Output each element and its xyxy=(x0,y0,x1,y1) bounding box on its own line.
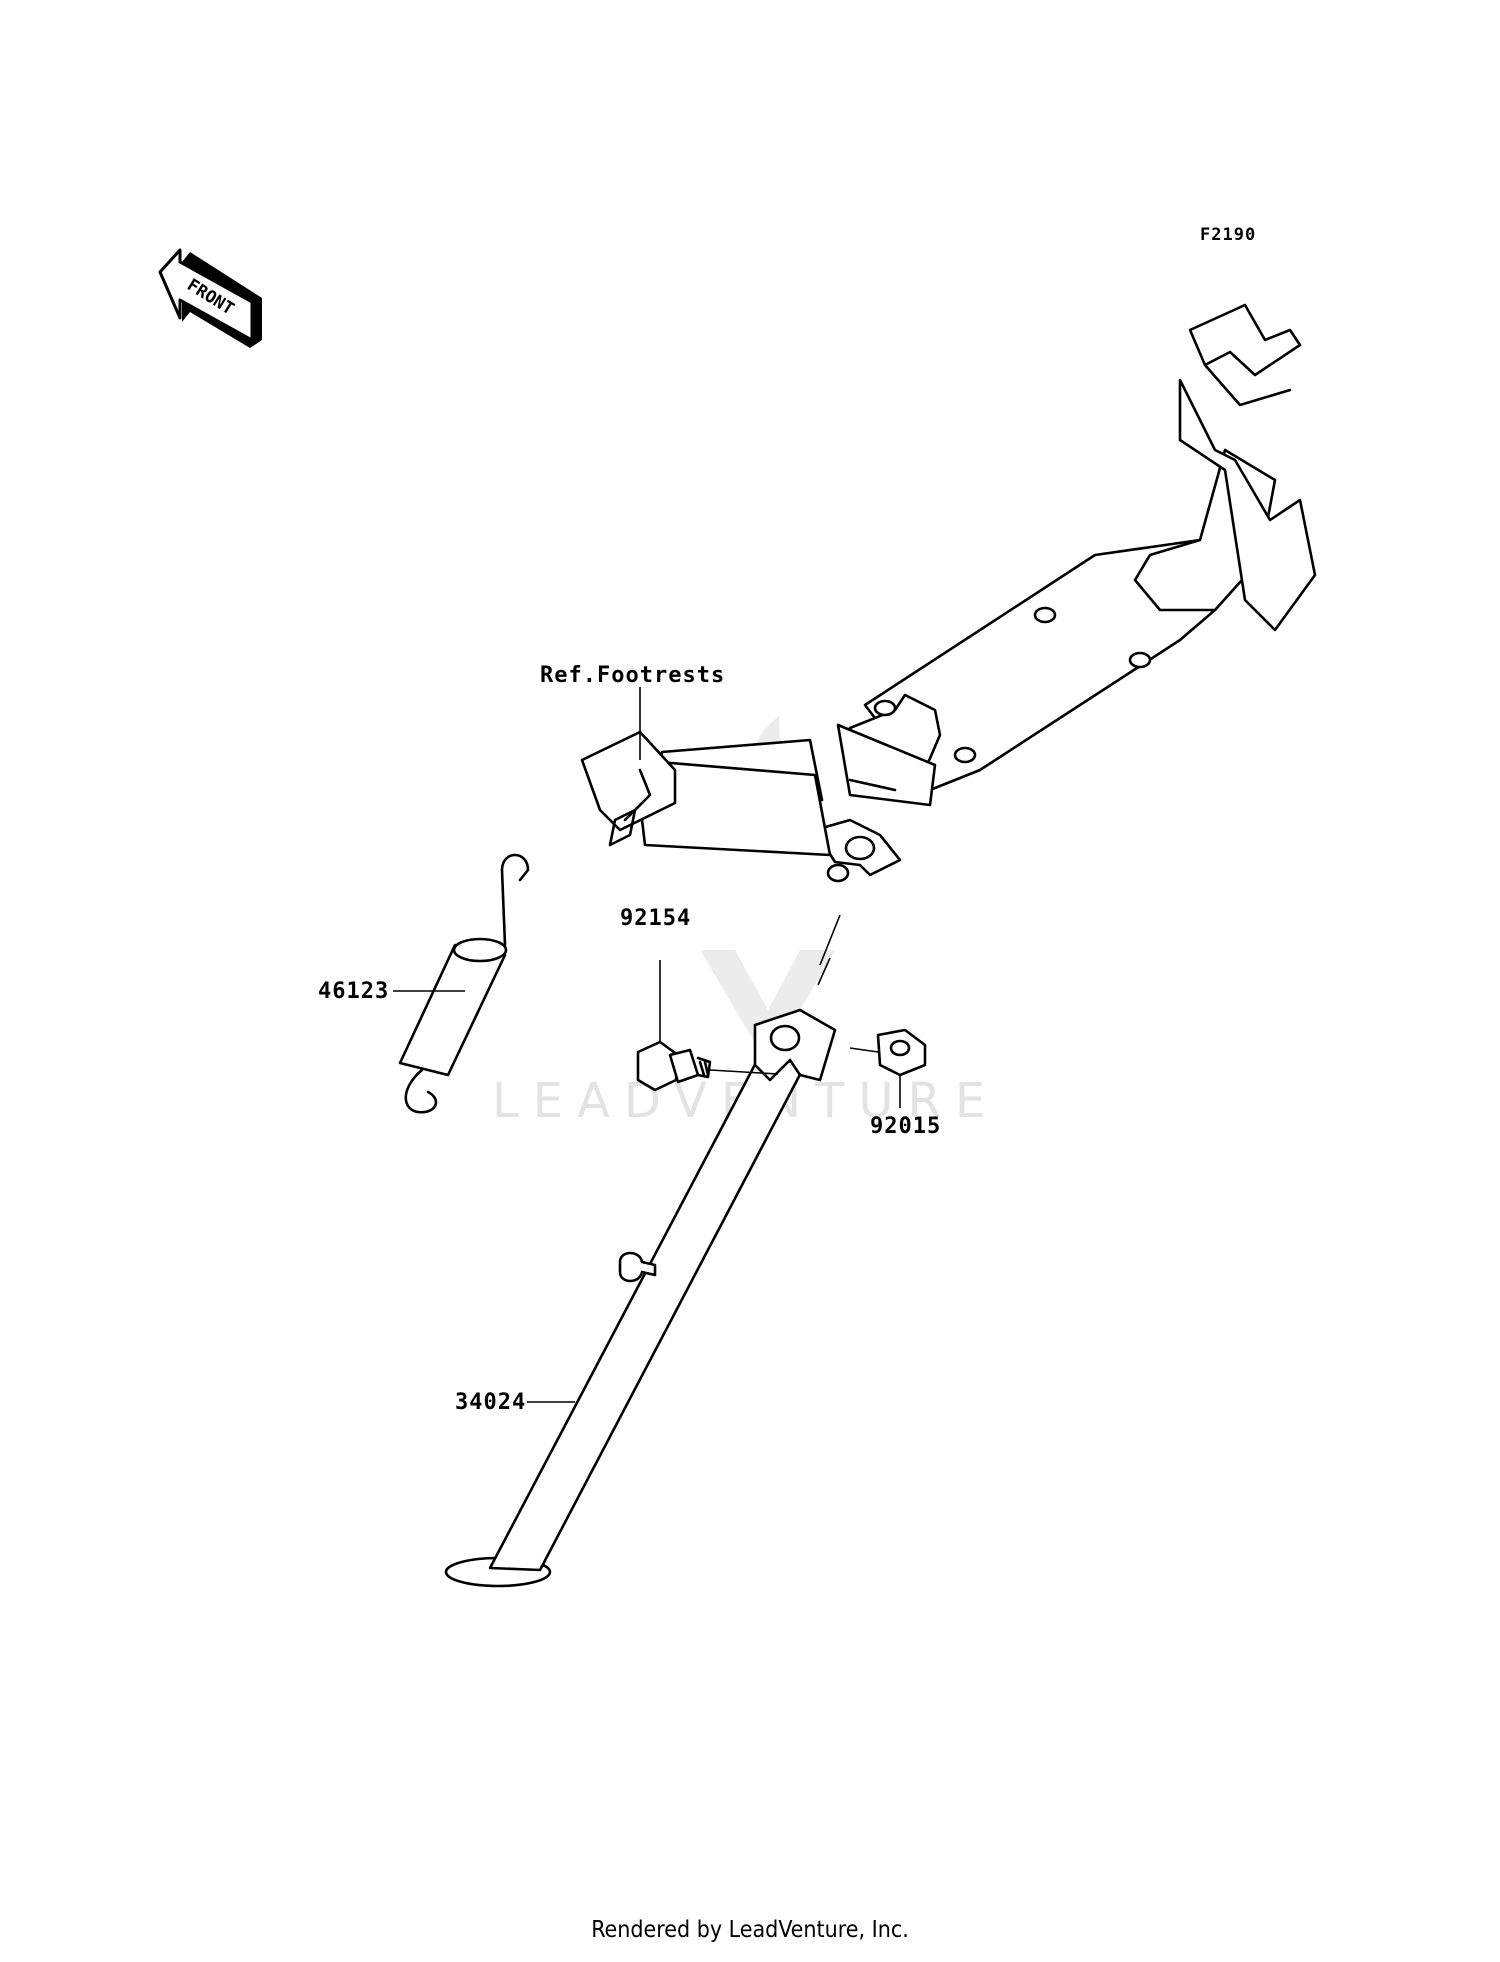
callout-46123: 46123 xyxy=(318,979,389,1004)
nut xyxy=(876,1028,927,1077)
side-stand xyxy=(444,1008,837,1588)
leader-lines xyxy=(393,687,901,1403)
spring xyxy=(398,853,530,1114)
callout-34024: 34024 xyxy=(455,1390,526,1415)
footer-credit: Rendered by LeadVenture, Inc. xyxy=(591,1917,909,1943)
bolt xyxy=(636,1040,712,1092)
callout-92154: 92154 xyxy=(620,906,691,931)
callout-92015: 92015 xyxy=(870,1114,941,1139)
figure-code: F2190 xyxy=(1200,225,1256,245)
callout-ref-footrests: Ref.Footrests xyxy=(540,663,725,688)
front-arrow-icon: FRONT xyxy=(158,248,262,348)
footrest-bracket xyxy=(580,303,1317,883)
